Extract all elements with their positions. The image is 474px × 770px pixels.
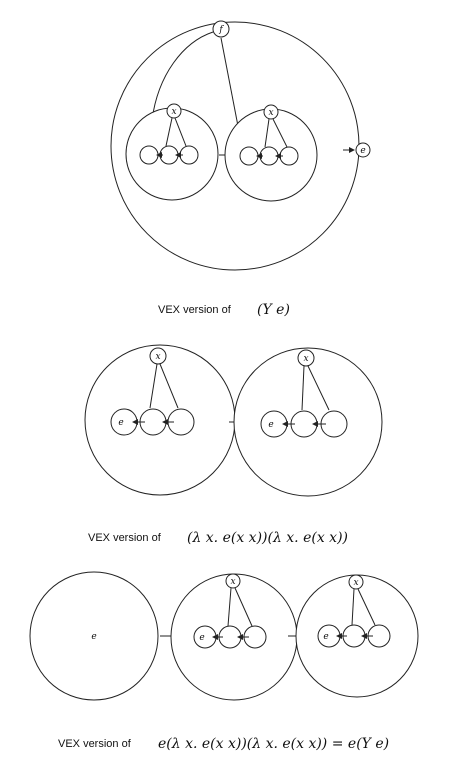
x-node-right xyxy=(297,349,315,367)
x-label-left: x xyxy=(171,107,176,117)
x-node-left xyxy=(149,347,167,365)
caption-prefix: VEX version of xyxy=(158,304,232,316)
x-line-left-b xyxy=(159,363,179,409)
x-line-right-b xyxy=(307,365,330,411)
e-label-left: e xyxy=(118,418,123,428)
caption-prefix: VEX version of xyxy=(58,738,132,750)
x-label-left: x xyxy=(155,352,160,362)
x-label-right: x xyxy=(353,578,358,588)
x-node-right xyxy=(263,104,279,120)
x-line-right-b xyxy=(272,118,288,148)
caption-math: (Y e) xyxy=(257,302,290,318)
diagram-omega: x e x e VEX version of (λ x. e(x x))(λ x… xyxy=(84,344,383,546)
x-node-left xyxy=(166,103,182,119)
left-circle xyxy=(29,571,159,701)
e-label: e xyxy=(360,146,365,156)
x-label-right: x xyxy=(268,108,273,118)
caption-math: e(λ x. e(x x))(λ x. e(x x)) = e(Y e) xyxy=(158,736,389,752)
x-line-mid-a xyxy=(227,587,232,627)
x-line-right-a xyxy=(264,118,270,148)
circle-l1 xyxy=(139,145,159,165)
x-line-right-a xyxy=(301,365,305,411)
caption-math: (λ x. e(x x))(λ x. e(x x)) xyxy=(187,530,348,546)
e-circle-mid xyxy=(193,625,217,649)
x-label-mid: x xyxy=(230,577,235,587)
x-node-right xyxy=(348,574,364,590)
circle-r1 xyxy=(239,146,259,166)
x-line-mid-b xyxy=(234,587,253,627)
x-line-left-a xyxy=(165,117,173,147)
e-node xyxy=(355,142,371,158)
x-line-right-a xyxy=(351,588,355,626)
e-label-right: e xyxy=(268,420,273,430)
caption-prefix: VEX version of xyxy=(88,532,162,544)
x-line-left-b xyxy=(174,117,187,147)
e-label-left: e xyxy=(91,632,96,642)
diagram-e-omega: e x e x e VEX version of e(λ x. e(x x))(… xyxy=(29,571,419,752)
e-label-mid: e xyxy=(199,633,204,643)
x-label-right: x xyxy=(303,354,308,364)
f-label: f xyxy=(218,25,224,35)
x-line-left-a xyxy=(149,363,158,409)
f-node xyxy=(212,20,230,38)
e-label-right: e xyxy=(323,632,328,642)
diagram-y-e: f x x e VEX version of (Y e) xyxy=(110,20,371,318)
x-node-mid xyxy=(225,573,241,589)
x-line-right-b xyxy=(357,588,376,626)
e-circle-right xyxy=(317,624,341,648)
